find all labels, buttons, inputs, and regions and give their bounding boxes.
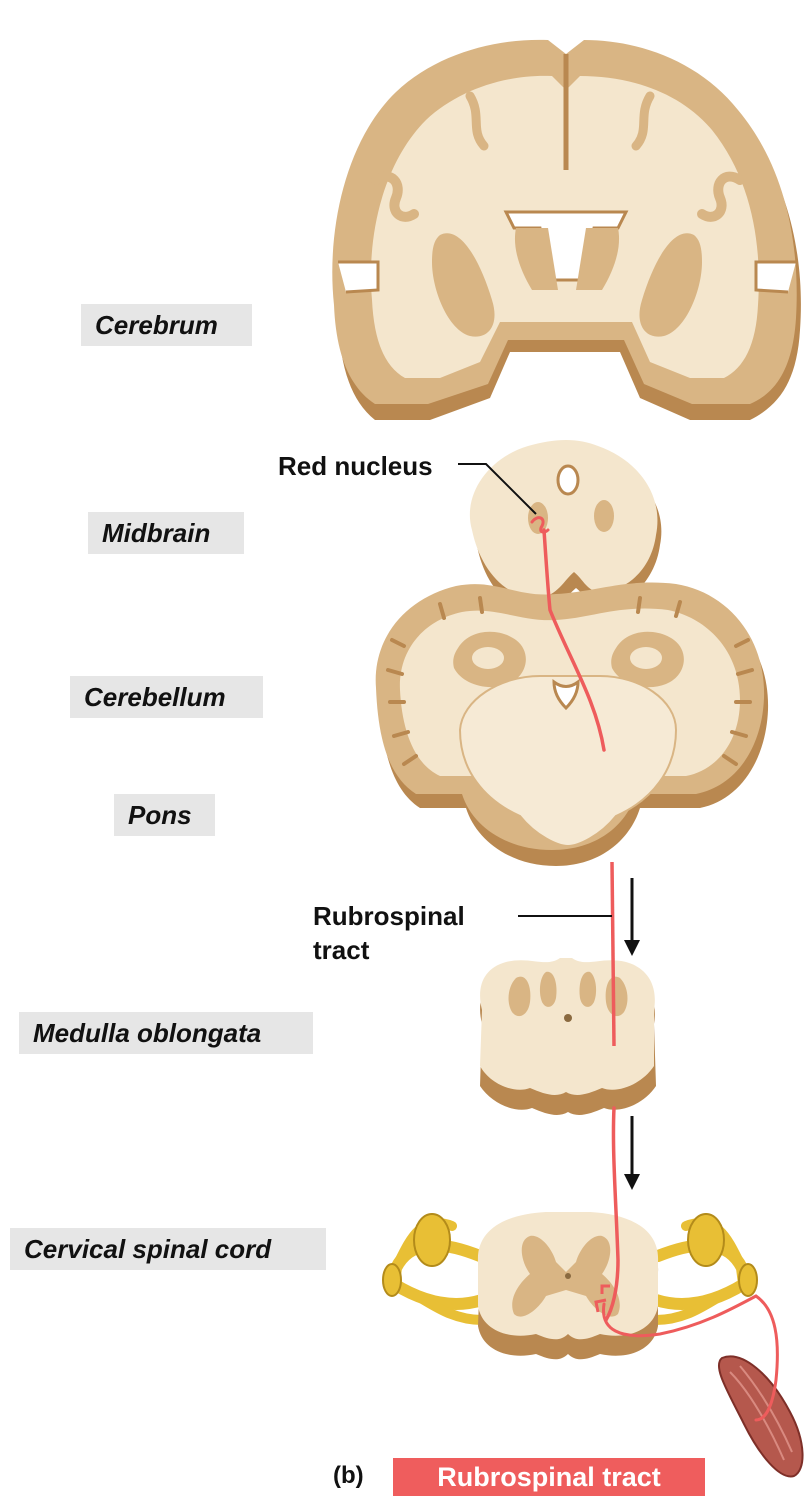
rubrospinal-tract-path <box>542 528 779 1422</box>
midbrain-section <box>469 440 662 612</box>
label-cervical-spinal-cord: Cervical spinal cord <box>10 1228 326 1270</box>
label-pons: Pons <box>114 794 215 836</box>
medulla-face <box>480 958 655 1095</box>
label-midbrain: Midbrain <box>88 512 244 554</box>
medulla-section <box>480 958 656 1115</box>
muscle <box>717 1355 804 1478</box>
caption-title: Rubrospinal tract <box>393 1458 705 1496</box>
cerebellum-pons-section <box>375 582 769 866</box>
fourth-ventricle <box>552 679 580 711</box>
label-medulla-oblongata: Medulla oblongata <box>19 1012 313 1054</box>
caption-letter: (b) <box>333 1462 364 1489</box>
red-nucleus-leader <box>458 463 537 515</box>
cerebrum-section <box>332 39 801 420</box>
arrows-and-leaders <box>458 463 640 1190</box>
callout-red-nucleus: Red nucleus <box>278 451 433 481</box>
callout-tract-line2: tract <box>313 935 370 965</box>
motor-axon <box>602 1294 779 1422</box>
pons-body <box>458 675 678 848</box>
cervical-section <box>382 1212 804 1478</box>
midbrain-face <box>469 440 658 598</box>
callout-tract-line1: Rubrospinal <box>313 901 465 931</box>
label-cerebellum: Cerebellum <box>70 676 263 718</box>
label-cerebrum: Cerebrum <box>81 304 252 346</box>
